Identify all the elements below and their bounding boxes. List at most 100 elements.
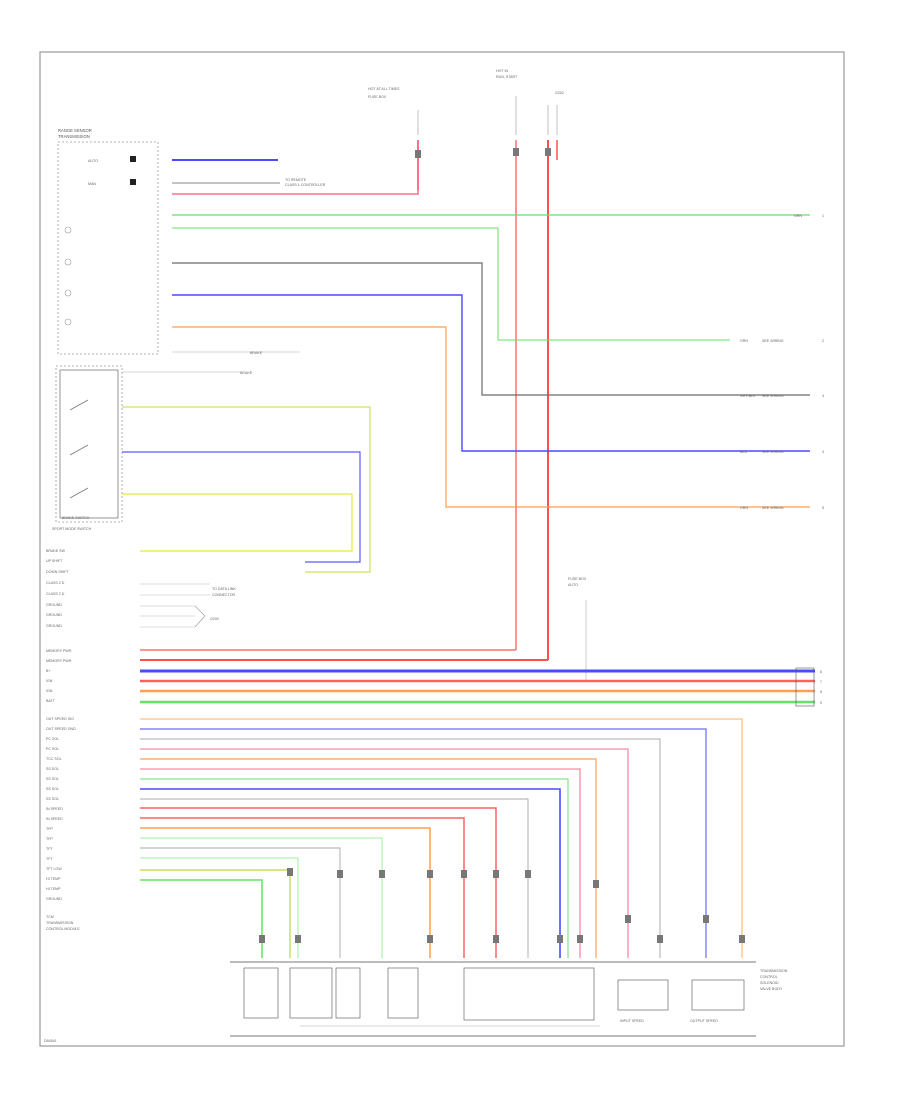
svg-text:GROUND: GROUND: [46, 613, 62, 617]
svg-text:7: 7: [820, 680, 822, 684]
svg-text:TO REMOTE: TO REMOTE: [285, 178, 307, 182]
svg-text:SS SOL: SS SOL: [46, 767, 59, 771]
svg-text:INPUT SPEED: INPUT SPEED: [620, 1019, 644, 1023]
svg-text:OUTPUT SPEED: OUTPUT SPEED: [690, 1019, 718, 1023]
svg-text:FUSE BOX: FUSE BOX: [568, 577, 587, 581]
svg-text:DOWN SHIFT: DOWN SHIFT: [46, 570, 70, 574]
svg-text:GRN: GRN: [794, 214, 802, 218]
svg-text:FUSE BOX: FUSE BOX: [368, 95, 387, 99]
svg-text:GROUND: GROUND: [46, 603, 62, 607]
svg-text:5: 5: [822, 506, 824, 510]
wire-yellowgreen-ht1: [140, 869, 291, 958]
svg-text:B+: B+: [46, 669, 51, 673]
wire-gray-tft: [140, 847, 341, 958]
svg-text:BRAKE: BRAKE: [240, 371, 253, 375]
svg-text:IGN: IGN: [46, 689, 53, 693]
svg-text:BLU: BLU: [740, 450, 747, 454]
svg-text:MEMORY PWR: MEMORY PWR: [46, 649, 72, 653]
svg-text:OUT SPEED SIG: OUT SPEED SIG: [46, 717, 74, 721]
wire-blue-os: [140, 728, 707, 958]
svg-text:IN SPEED: IN SPEED: [46, 807, 63, 811]
svg-text:GRN: GRN: [740, 339, 748, 343]
right-end-labels: GRN GRN SEE WIRING GRY/BLK SEE WIRING BL…: [740, 214, 824, 510]
svg-text:G200: G200: [210, 617, 219, 621]
svg-text:TO DATA LINK: TO DATA LINK: [212, 587, 236, 591]
wire-lightgreen-tft: [140, 857, 299, 958]
svg-text:GROUND: GROUND: [46, 897, 62, 901]
svg-text:HI TEMP: HI TEMP: [46, 877, 61, 881]
svg-text:SEE WIRING: SEE WIRING: [762, 394, 784, 398]
svg-text:GROUND: GROUND: [46, 624, 62, 628]
svg-text:8: 8: [820, 690, 822, 694]
svg-text:TCM: TCM: [46, 915, 54, 919]
svg-text:CLASS 1 CONTROLLER: CLASS 1 CONTROLLER: [285, 183, 326, 187]
wire-blue-mid: [122, 451, 361, 563]
svg-text:BATT: BATT: [46, 699, 56, 703]
wire-red-in2: [140, 817, 465, 958]
svg-text:HOT IN: HOT IN: [496, 69, 509, 73]
svg-text:RANGE SENSOR: RANGE SENSOR: [58, 128, 92, 133]
svg-text:PC SOL: PC SOL: [46, 737, 59, 741]
svg-text:AUTO: AUTO: [568, 583, 578, 587]
svg-text:TFP: TFP: [46, 827, 53, 831]
svg-text:SOLENOID: SOLENOID: [760, 981, 779, 985]
wire-lightgreen-tfp: [140, 837, 383, 958]
svg-text:1: 1: [822, 214, 824, 218]
svg-text:TRANSMISSION: TRANSMISSION: [58, 134, 90, 139]
svg-text:SEE WIRING: SEE WIRING: [762, 450, 784, 454]
svg-text:HOT AT ALL TIMES: HOT AT ALL TIMES: [368, 87, 400, 91]
svg-text:CONTROL MODULE: CONTROL MODULE: [46, 927, 80, 931]
wire-gray-os: [140, 738, 661, 958]
svg-text:CONNECTOR: CONNECTOR: [212, 593, 235, 597]
wire-gray-long: [172, 262, 810, 396]
wire-orange-long: [172, 326, 810, 508]
svg-text:TRANSMISSION: TRANSMISSION: [46, 921, 74, 925]
svg-text:BRAKE SWITCH: BRAKE SWITCH: [62, 516, 90, 520]
diagram-frame: [39, 51, 845, 1047]
svg-text:GRY/BLK: GRY/BLK: [740, 394, 756, 398]
svg-text:CLASS 2 D: CLASS 2 D: [46, 592, 65, 596]
page-code: D84541: [44, 1039, 57, 1043]
wire-blue-ss: [140, 788, 561, 958]
svg-text:TFT: TFT: [46, 857, 53, 861]
svg-text:AUTO: AUTO: [88, 159, 98, 163]
valve-body-box: INPUT SPEED OUTPUT SPEED TRANSMISSION CO…: [230, 961, 788, 1037]
wire-pink-pc1: [140, 748, 629, 958]
wire-orange-tfp: [140, 827, 431, 958]
wire-green-short: [172, 227, 730, 341]
svg-text:9: 9: [820, 701, 822, 705]
svg-text:CONTROL: CONTROL: [760, 975, 778, 979]
wire-blue-long: [172, 294, 810, 452]
wire-green-ss: [140, 778, 569, 958]
svg-text:IGN: IGN: [46, 679, 53, 683]
wire-pink-tcc: [140, 768, 581, 958]
svg-text:SEE WIRING: SEE WIRING: [762, 339, 784, 343]
svg-text:VALVE BODY: VALVE BODY: [760, 987, 783, 991]
range-sensor-box: TRANSMISSION RANGE SENSOR AUTO MAN: [57, 128, 159, 355]
svg-text:SEE WIRING: SEE WIRING: [762, 506, 784, 510]
wire-yellowgreen: [122, 406, 371, 573]
svg-text:BRAKE SW: BRAKE SW: [46, 549, 66, 553]
wire-pink-top: [172, 185, 419, 195]
svg-text:G202: G202: [555, 91, 564, 95]
svg-text:TFP: TFP: [46, 837, 53, 841]
svg-text:OUT SPEED GND: OUT SPEED GND: [46, 727, 76, 731]
svg-text:4: 4: [822, 450, 824, 454]
tcm-pin-labels: BRAKE SW UP SHIFT DOWN SHIFT CLASS 2 D C…: [46, 549, 80, 931]
svg-text:SS SOL: SS SOL: [46, 787, 59, 791]
svg-text:RUN, START: RUN, START: [496, 75, 518, 79]
wire-yellow: [122, 493, 353, 552]
svg-text:TRANSMISSION: TRANSMISSION: [760, 969, 788, 973]
wire-red-in1: [140, 807, 497, 958]
wire-gray-ss2: [140, 798, 529, 958]
svg-text:2: 2: [822, 339, 824, 343]
svg-text:MEMORY PWR: MEMORY PWR: [46, 659, 72, 663]
svg-text:SS SOL: SS SOL: [46, 797, 59, 801]
svg-text:MAN: MAN: [88, 182, 96, 186]
wire-lightorange: [140, 718, 743, 958]
svg-text:CLASS 2 D: CLASS 2 D: [46, 581, 65, 585]
svg-text:TFT: TFT: [46, 847, 53, 851]
svg-text:TFT LOW: TFT LOW: [46, 867, 62, 871]
top-connectors: HOT AT ALL TIMES FUSE BOX HOT IN RUN, ST…: [368, 69, 564, 135]
